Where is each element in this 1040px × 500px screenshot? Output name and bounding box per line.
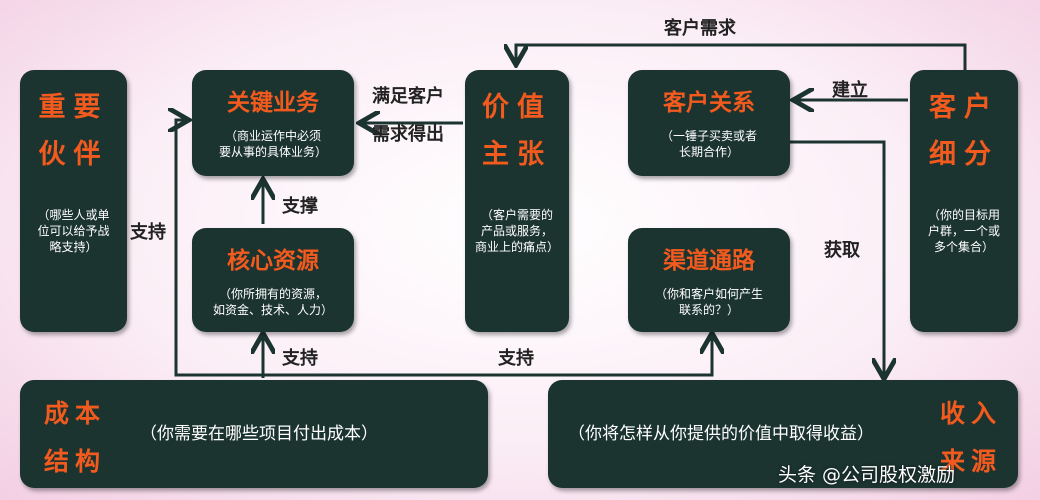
- customer-relationships-desc-1: （一锤子买卖或者: [660, 129, 757, 143]
- customer-segments-title-1: 客户: [929, 92, 999, 123]
- customer-relationships-box: 客户关系 （一锤子买卖或者 长期合作）: [628, 70, 790, 176]
- label-satisfy-1: 满足客户: [372, 86, 444, 107]
- cost-structure-title-2: 结构: [43, 447, 106, 476]
- key-partners-desc-3: 略支持）: [49, 240, 98, 254]
- customer-segments-desc-2: 户群，一个或: [927, 224, 1000, 238]
- arrow-acquire: [790, 140, 884, 376]
- revenue-streams-title-1: 收入: [939, 399, 1002, 428]
- revenue-streams-desc: （你将怎样从你提供的价值中取得收益）: [568, 424, 874, 444]
- customer-segments-title-2: 细分: [929, 139, 999, 170]
- key-partners-desc-2: 位可以给予战: [37, 224, 110, 238]
- arrow-customer-needs: [516, 43, 967, 70]
- customer-relationships-desc-2: 长期合作）: [678, 145, 739, 159]
- label-satisfy-2: 需求得出: [372, 124, 444, 145]
- customer-segments-box: 客户 细分 （你的目标用 户群，一个或 多个集合）: [910, 70, 1018, 332]
- revenue-streams-title-2: 来源: [939, 447, 1002, 476]
- key-partners-title-1: 重要: [38, 92, 109, 123]
- value-proposition-desc-1: （客户需要的: [480, 208, 553, 222]
- revenue-streams-box: （你将怎样从你提供的价值中取得收益） 收入 来源: [548, 380, 1018, 488]
- key-activities-desc-1: （商业运作中必须: [224, 129, 321, 143]
- key-resources-title: 核心资源: [227, 248, 319, 274]
- label-support-bottom-left: 支持: [282, 348, 318, 369]
- cost-structure-desc: （你需要在哪些项目付出成本）: [140, 424, 378, 444]
- channels-desc-2: 联系的？）: [678, 303, 739, 317]
- watermark: 头条 @公司股权激励: [778, 464, 956, 486]
- label-acquire: 获取: [824, 240, 860, 261]
- label-build: 建立: [832, 80, 868, 101]
- customer-segments-desc-1: （你的目标用: [927, 208, 1000, 222]
- key-resources-desc-2: 如资金、技术、人力）: [212, 303, 333, 317]
- channels-title: 渠道通路: [663, 248, 755, 274]
- key-activities-desc-2: 要从事的具体业务）: [218, 145, 327, 159]
- value-proposition-title-2: 主张: [482, 139, 552, 170]
- value-proposition-desc-3: 商业上的痛点）: [474, 240, 559, 254]
- arrow-support-left: [176, 120, 263, 377]
- customer-segments-desc-3: 多个集合）: [933, 240, 994, 254]
- value-proposition-desc-2: 产品或服务，: [480, 224, 553, 238]
- cost-structure-box: 成本 结构 （你需要在哪些项目付出成本）: [20, 380, 488, 488]
- value-proposition-box: 价值 主张 （客户需要的 产品或服务， 商业上的痛点）: [465, 70, 569, 332]
- channels-desc-1: （你和客户如何产生: [654, 287, 763, 301]
- key-activities-title: 关键业务: [227, 90, 319, 116]
- key-partners-box: 重要 伙伴 （哪些人或单 位可以给予战 略支持）: [20, 70, 127, 332]
- key-partners-title-2: 伙伴: [38, 139, 109, 170]
- label-support-vertical: 支撑: [282, 196, 318, 217]
- label-customer-needs: 客户需求: [664, 18, 736, 39]
- cost-structure-title-1: 成本: [43, 399, 106, 428]
- key-resources-desc-1: （你所拥有的资源，: [218, 287, 327, 301]
- label-support-bottom-mid: 支持: [498, 348, 534, 369]
- label-support-left: 支持: [130, 222, 166, 243]
- key-partners-desc-1: （哪些人或单: [37, 208, 110, 222]
- customer-relationships-title: 客户关系: [663, 90, 755, 116]
- value-proposition-title-1: 价值: [482, 92, 552, 123]
- arrow-support-bottom-mid: [263, 336, 712, 377]
- channels-box: 渠道通路 （你和客户如何产生 联系的？）: [628, 228, 790, 332]
- key-resources-box: 核心资源 （你所拥有的资源， 如资金、技术、人力）: [192, 228, 354, 332]
- key-activities-box: 关键业务 （商业运作中必须 要从事的具体业务）: [192, 70, 354, 176]
